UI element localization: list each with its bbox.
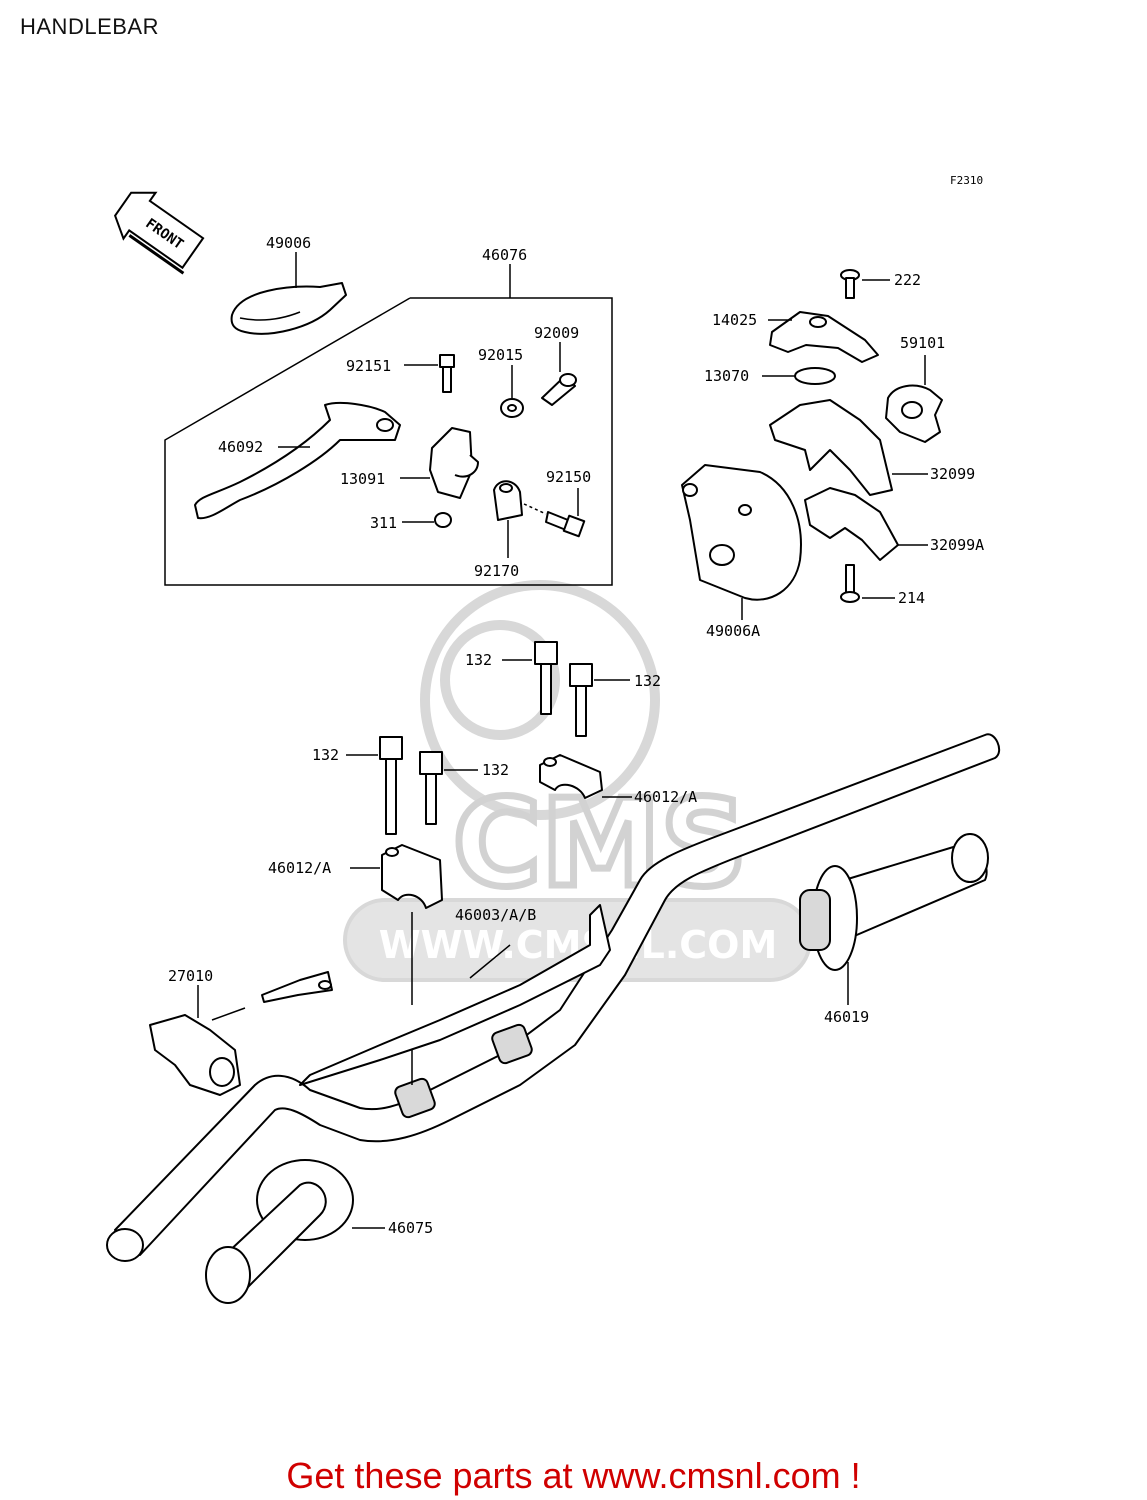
screw-222: [840, 269, 890, 299]
callout-46075: 46075: [388, 1219, 433, 1237]
callout-46019: 46019: [824, 1008, 869, 1026]
callout-214: 214: [898, 589, 925, 607]
callout-222: 222: [894, 271, 921, 289]
clamp-92170: [493, 480, 523, 558]
left-grip: [205, 1159, 385, 1304]
callout-46092: 46092: [218, 438, 263, 456]
callout-13070: 13070: [704, 367, 749, 385]
callout-59101: 59101: [900, 334, 945, 352]
lever-holder-13091: [400, 427, 479, 499]
callout-92151: 92151: [346, 357, 391, 375]
callout-132-b: 132: [634, 672, 661, 690]
callout-49006a: 49006A: [706, 622, 760, 640]
cover-14025: [768, 311, 879, 363]
bolt-92150: [523, 488, 586, 538]
callout-92015: 92015: [478, 346, 523, 364]
parts-diagram: CMS WWW.CMSNL.COM F2310 FRONT: [106, 174, 1001, 1304]
page-title: HANDLEBAR: [20, 14, 159, 39]
front-direction-arrow: FRONT: [113, 191, 205, 275]
bolt-132-c: [346, 736, 403, 835]
lever-assembly-box: [164, 297, 613, 586]
callout-27010: 27010: [168, 967, 213, 985]
bolt-132-b: [569, 663, 630, 737]
screw-214: [840, 564, 895, 603]
callout-32099: 32099: [930, 465, 975, 483]
cover-49006a: [681, 464, 802, 620]
right-grip: [799, 833, 989, 1005]
switch-27010: [149, 971, 333, 1096]
nut-311: [402, 512, 452, 528]
part-59101: [885, 355, 943, 443]
callout-49006: 49006: [266, 234, 311, 252]
callout-46012-left: 46012/A: [268, 859, 331, 877]
handlebar: [106, 733, 1001, 1262]
footer-promo-link[interactable]: Get these parts at www.cmsnl.com !: [286, 1455, 861, 1496]
callout-46076: 46076: [482, 246, 527, 264]
adjuster-screw-92009: [541, 342, 577, 406]
callout-92170: 92170: [474, 562, 519, 580]
callout-46003: 46003/A/B: [455, 906, 536, 924]
handlebar-holder-upper-right: [539, 754, 632, 799]
callout-132-a: 132: [465, 651, 492, 669]
callout-14025: 14025: [712, 311, 757, 329]
callout-46012-right: 46012/A: [634, 788, 697, 806]
housing-32099: [769, 399, 928, 496]
nut-92015: [500, 365, 524, 418]
clip-13070: [762, 367, 836, 385]
callout-132-c: 132: [312, 746, 339, 764]
bolt-92151: [404, 354, 455, 393]
bolt-132-a: [502, 641, 558, 715]
callout-311: 311: [370, 514, 397, 532]
callout-32099a: 32099A: [930, 536, 984, 554]
bolt-132-d: [419, 751, 478, 825]
figure-code: F2310: [950, 174, 983, 187]
handlebar-holder-upper-left: [350, 844, 443, 909]
callout-132-d: 132: [482, 761, 509, 779]
callout-92009: 92009: [534, 324, 579, 342]
brake-lever: [194, 402, 401, 520]
callout-92150: 92150: [546, 468, 591, 486]
lever-cover: [230, 252, 347, 335]
housing-32099a: [804, 487, 928, 561]
callout-13091: 13091: [340, 470, 385, 488]
